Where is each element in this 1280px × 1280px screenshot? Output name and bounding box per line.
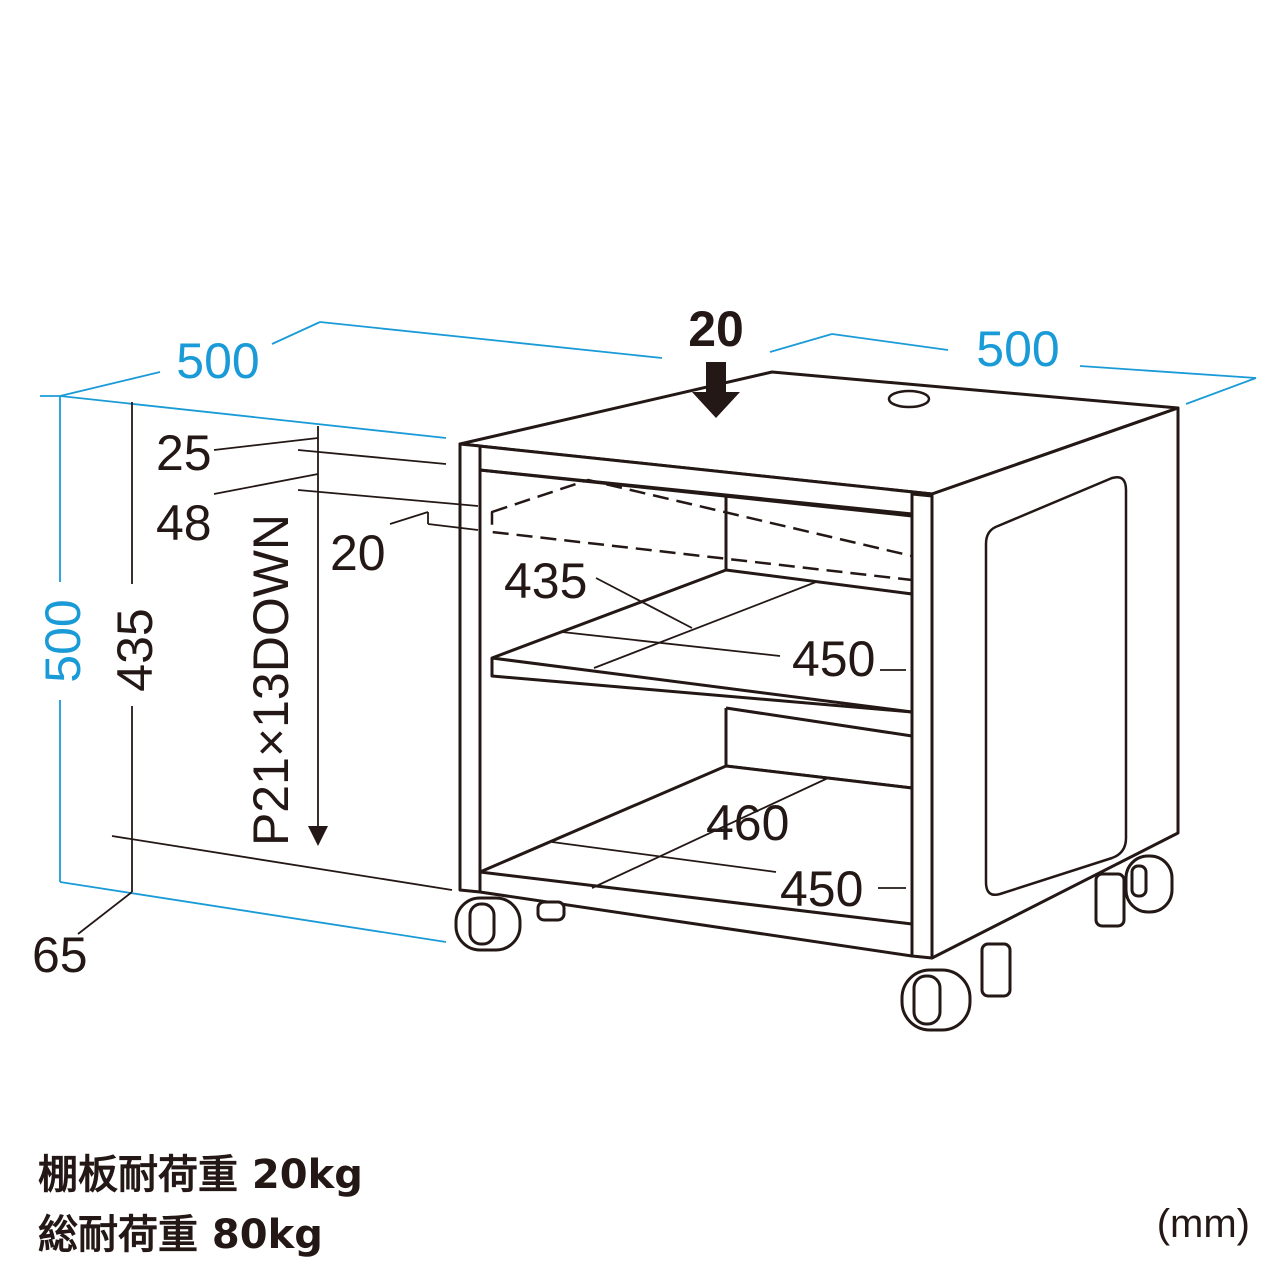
shelf-load-spec: 棚板耐荷重 20kg [38,1152,363,1198]
cable-hole [887,389,931,409]
middle-shelf [490,568,914,714]
casters [454,854,1174,1032]
right-front-post [910,492,934,960]
side-recess [984,476,1128,896]
detail-dimension-lines [77,402,693,935]
load-label: 20 [688,301,744,357]
front-rail-label: 20 [330,525,386,581]
shelf-adjust-arrowhead [308,826,328,846]
unit-label: (mm) [1156,1202,1250,1246]
shelf-depth-label: 435 [504,553,587,609]
front-rail-dashed [490,478,914,582]
cart-body [458,370,1180,960]
rear-leg-mid [980,942,1012,998]
width-label: 500 [176,333,259,389]
total-load-spec: 総耐荷重 80kg [38,1212,323,1258]
inner-height-label: 435 [107,608,163,691]
shelf-top-offset-label: 48 [156,495,212,551]
shelf-dim-line-depth [593,581,817,669]
rear-leg-left [536,900,566,922]
bottom-clearance-label: 65 [32,927,88,983]
shelf-dim-line-width [561,631,781,657]
shelf-width-label: 450 [792,631,875,687]
caster-back-right [1124,854,1174,914]
bottom-width-label: 450 [780,861,863,917]
height-label: 500 [35,599,91,682]
caster-front-left [454,896,522,952]
top-offset-label: 25 [156,425,212,481]
bottom-dim-line-width [551,841,777,873]
bottom-depth-label: 460 [706,795,789,851]
overall-dimension-lines [40,321,1257,943]
load-arrow [692,362,740,418]
shelf-adjust-label: P21×13DOWN [243,514,299,846]
bottom-dim-line-depth [591,777,829,889]
caster-front-right [900,968,972,1032]
left-front-post [458,442,482,894]
rear-leg-right [1094,872,1126,928]
depth-label: 500 [976,321,1059,377]
